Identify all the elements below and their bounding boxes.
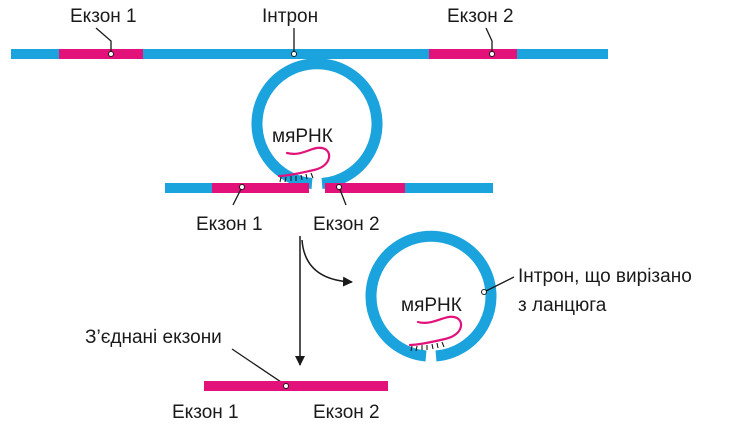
mature-mrna-strand — [204, 381, 388, 391]
exon1-middle-label: Екзон 1 — [196, 214, 263, 235]
exon2-segment — [292, 381, 388, 391]
exon1-segment — [212, 183, 309, 193]
exon2-segment — [325, 183, 405, 193]
base-pair-ticks — [410, 341, 445, 352]
excised-intron-complex: мяРНК — [365, 230, 497, 362]
intron-loop — [251, 58, 383, 189]
excised-intron-label-line1: Інтрон, що вирізано — [518, 266, 692, 287]
joined-exons-leader — [231, 348, 285, 385]
exon1-segment — [59, 49, 143, 59]
snrna-label: мяРНК — [272, 126, 333, 147]
joined-exons-label: З’єднані екзони — [85, 327, 222, 348]
snrna-strand — [277, 146, 331, 178]
spliceosome-complex: мяРНК — [165, 58, 493, 193]
excised-intron-loop — [365, 230, 497, 362]
exon2-segment — [429, 49, 517, 59]
exon2-middle-label: Екзон 2 — [313, 214, 380, 235]
exon2-top-label: Екзон 2 — [447, 6, 514, 27]
intron-segment — [143, 49, 429, 59]
intron-segment-right — [517, 49, 608, 59]
splice-junction-dot — [283, 383, 289, 389]
curved-arrow — [301, 239, 353, 287]
excised-intron-leader — [483, 276, 515, 293]
excised-intron-label-line2: з ланцюга — [518, 295, 607, 316]
top-leader-lines — [95, 27, 493, 53]
exon1-segment — [204, 381, 292, 391]
base-pair-ticks — [279, 172, 314, 183]
intron-segment-left — [165, 183, 212, 193]
pre-mrna-strand — [11, 49, 608, 59]
exon1-bottom-label: Екзон 1 — [172, 402, 239, 423]
intron-top-label: Інтрон — [262, 6, 318, 27]
excised-intron-leader-dot — [481, 289, 487, 295]
exon2-bottom-label: Екзон 2 — [313, 402, 380, 423]
exon1-top-label: Екзон 1 — [70, 6, 137, 27]
intron-segment-left — [11, 49, 59, 59]
intron-segment-right — [405, 183, 493, 193]
snrna-strand — [408, 315, 463, 347]
snrna-label: мяРНК — [401, 295, 462, 316]
top-leader-dots — [108, 51, 495, 57]
middle-leader-dots — [239, 184, 342, 190]
middle-leader-lines — [232, 186, 347, 206]
